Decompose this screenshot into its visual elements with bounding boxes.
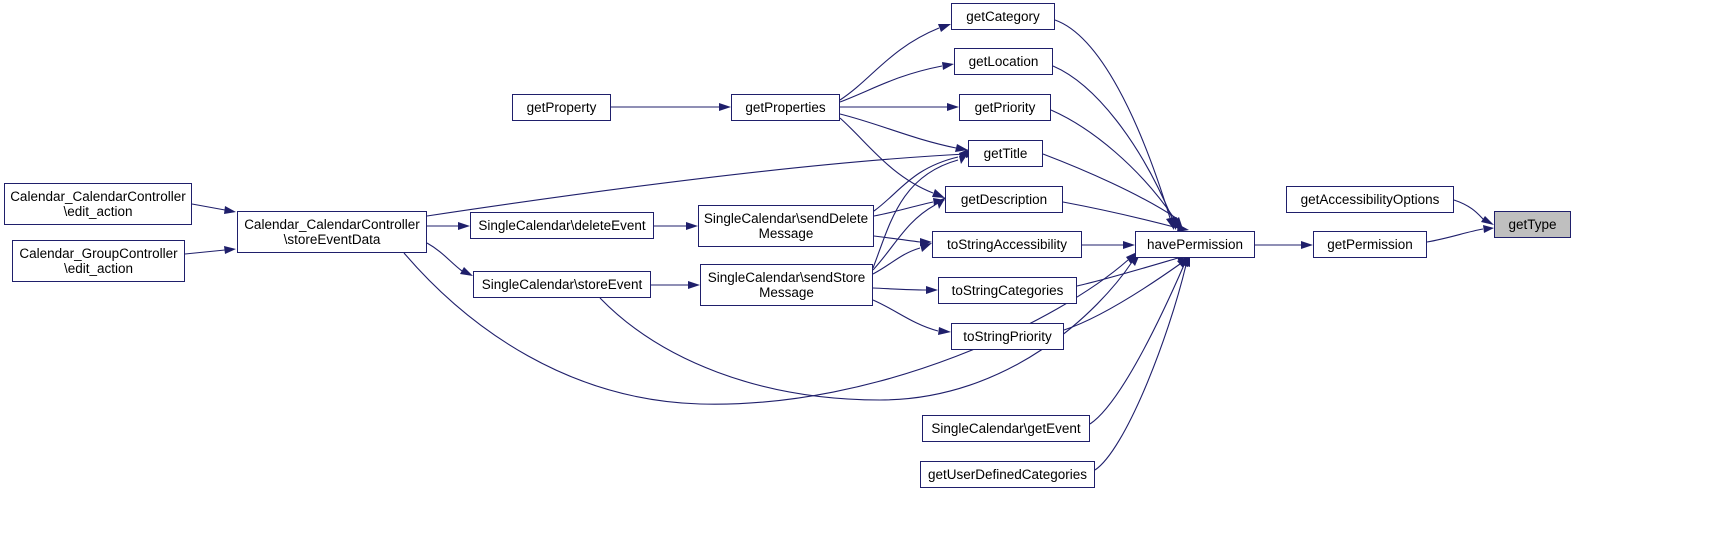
node-calendar-groupcontroller-edit-action[interactable]: Calendar_GroupController \edit_action <box>12 240 185 282</box>
node-tostringpriority[interactable]: toStringPriority <box>951 323 1064 350</box>
node-calendar-calendarcontroller-edit-action[interactable]: Calendar_CalendarController \edit_action <box>4 183 192 225</box>
node-singlecalendar-deleteevent[interactable]: SingleCalendar\deleteEvent <box>470 212 654 239</box>
node-gettitle[interactable]: getTitle <box>968 140 1043 167</box>
node-singlecalendar-senddeletemessage[interactable]: SingleCalendar\sendDelete Message <box>698 205 874 247</box>
node-getcategory[interactable]: getCategory <box>951 3 1055 30</box>
node-singlecalendar-sendstoremessage[interactable]: SingleCalendar\sendStore Message <box>700 264 873 306</box>
node-getpermission[interactable]: getPermission <box>1313 231 1427 258</box>
node-getdescription[interactable]: getDescription <box>945 186 1063 213</box>
node-tostringcategories[interactable]: toStringCategories <box>938 277 1077 304</box>
node-havepermission[interactable]: havePermission <box>1135 231 1255 258</box>
node-gettype[interactable]: getType <box>1494 211 1571 238</box>
node-getproperty[interactable]: getProperty <box>512 94 611 121</box>
node-getproperties[interactable]: getProperties <box>731 94 840 121</box>
node-singlecalendar-getevent[interactable]: SingleCalendar\getEvent <box>922 415 1090 442</box>
node-tostringaccessibility[interactable]: toStringAccessibility <box>932 231 1082 258</box>
node-getlocation[interactable]: getLocation <box>954 48 1053 75</box>
node-getaccessibilityoptions[interactable]: getAccessibilityOptions <box>1286 186 1454 213</box>
node-getpriority[interactable]: getPriority <box>959 94 1051 121</box>
node-calendar-calendarcontroller-storeeventdata[interactable]: Calendar_CalendarController \storeEventD… <box>237 211 427 253</box>
node-getuserdefinedcategories[interactable]: getUserDefinedCategories <box>920 461 1095 488</box>
node-singlecalendar-storeevent[interactable]: SingleCalendar\storeEvent <box>473 271 651 298</box>
